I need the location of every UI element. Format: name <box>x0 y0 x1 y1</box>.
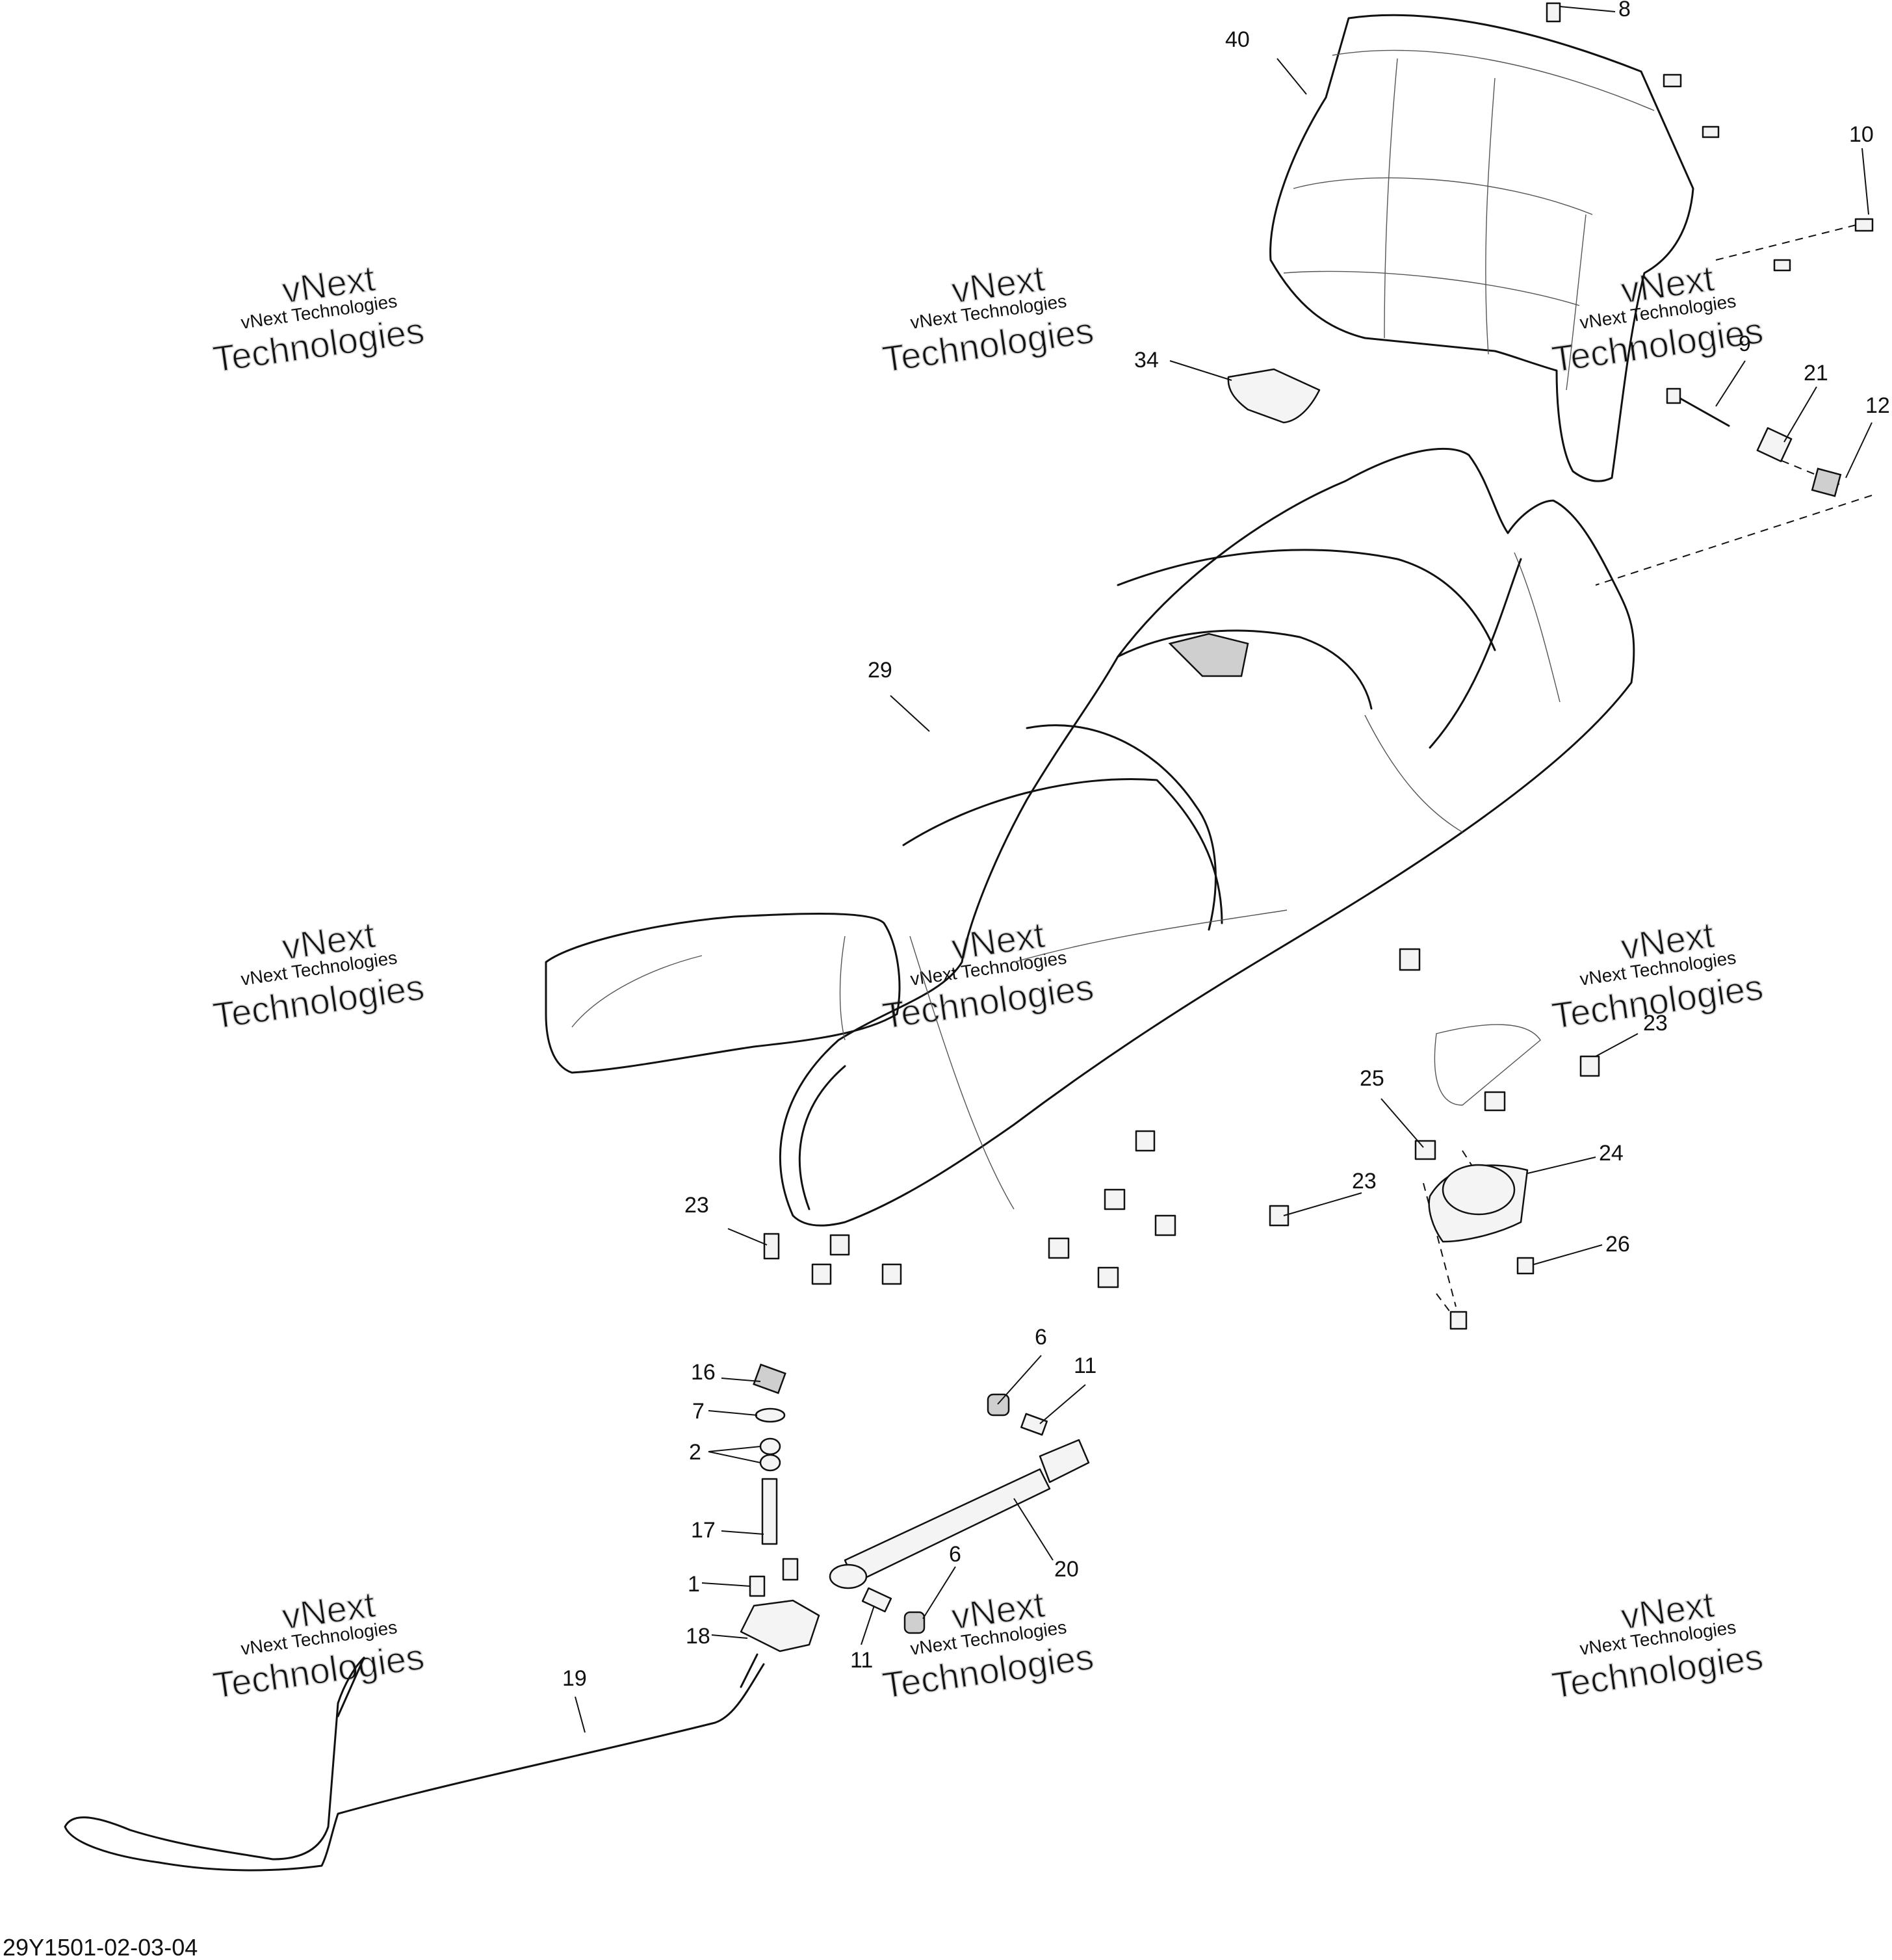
top-hardware <box>1546 2 1874 586</box>
callout-16: 16 <box>691 1360 716 1385</box>
watermark-bottom-right: vNext Technologies vNext Technologies <box>1549 1583 1766 1706</box>
backrest-part <box>1269 14 1694 482</box>
gas-strut-assembly <box>829 1393 1090 1634</box>
cover-part <box>1227 368 1321 424</box>
watermark-top-center: vNext Technologies vNext Technologies <box>879 257 1096 380</box>
callout-24: 24 <box>1599 1141 1624 1166</box>
latch-assembly <box>1414 1024 1541 1330</box>
callout-26: 26 <box>1605 1232 1630 1257</box>
callout-labels: 40 8 10 9 21 12 34 29 23 23 23 25 24 26 … <box>562 0 1890 1691</box>
callout-10: 10 <box>1849 122 1874 147</box>
callout-11-upper: 11 <box>1074 1353 1096 1378</box>
release-cable-part <box>64 1653 765 1872</box>
callout-20: 20 <box>1054 1557 1079 1582</box>
callout-17: 17 <box>691 1518 716 1543</box>
watermark-mid-left: vNext Technologies vNext Technologies <box>210 913 427 1037</box>
callout-34: 34 <box>1134 348 1159 372</box>
callout-12: 12 <box>1865 393 1890 418</box>
callout-9: 9 <box>1739 332 1751 356</box>
callout-23-right: 23 <box>1643 1011 1668 1036</box>
callout-29: 29 <box>868 658 892 683</box>
callout-40: 40 <box>1225 27 1250 52</box>
seat-part <box>545 447 1635 1227</box>
watermark-bottom-center: vNext Technologies vNext Technologies <box>879 1583 1096 1706</box>
drawing-code: 29Y1501-02-03-04 <box>3 1934 198 1960</box>
callout-23-left: 23 <box>684 1193 709 1218</box>
callout-11-lower: 11 <box>850 1648 873 1673</box>
watermark-top-left: vNext Technologies vNext Technologies <box>210 257 427 380</box>
callout-6-upper: 6 <box>1035 1325 1047 1350</box>
callout-7: 7 <box>692 1399 705 1424</box>
callout-19: 19 <box>562 1666 587 1691</box>
callout-23-center: 23 <box>1352 1169 1377 1194</box>
watermark-mid-center: vNext Technologies vNext Technologies <box>879 913 1096 1037</box>
callout-6-lower: 6 <box>949 1542 961 1567</box>
callout-1: 1 <box>688 1572 700 1597</box>
callout-25: 25 <box>1360 1066 1384 1091</box>
leader-lines <box>575 6 1873 1733</box>
callout-18: 18 <box>686 1624 710 1649</box>
lock-hardware <box>740 1363 820 1653</box>
callout-8: 8 <box>1618 0 1631 21</box>
watermark-bottom-left: vNext Technologies vNext Technologies <box>210 1583 427 1706</box>
callout-21: 21 <box>1804 361 1828 385</box>
callout-2: 2 <box>689 1440 701 1465</box>
seat-studs <box>763 948 1600 1288</box>
